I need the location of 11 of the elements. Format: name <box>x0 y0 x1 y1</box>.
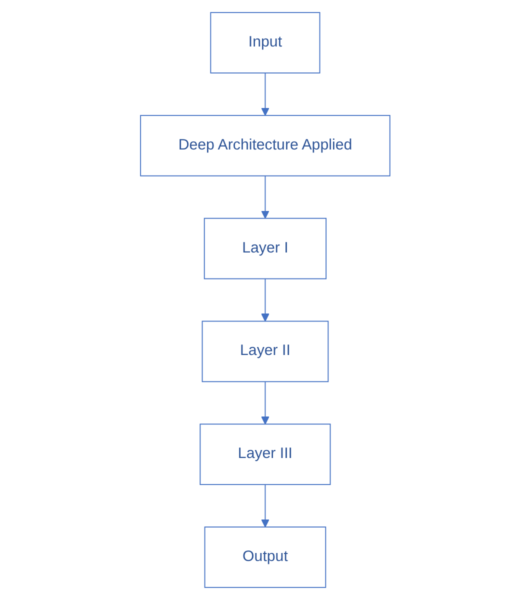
node-box: Deep Architecture Applied <box>140 114 390 176</box>
arrow <box>260 72 270 116</box>
node-box: Input <box>210 12 320 74</box>
node-box: Layer III <box>199 424 331 486</box>
arrow <box>260 278 270 322</box>
node-box: Layer II <box>202 320 328 382</box>
node-box: Layer I <box>204 218 326 280</box>
arrow <box>260 381 270 424</box>
node-box: Output <box>204 526 326 588</box>
arrow <box>260 175 270 219</box>
arrow <box>260 484 270 528</box>
